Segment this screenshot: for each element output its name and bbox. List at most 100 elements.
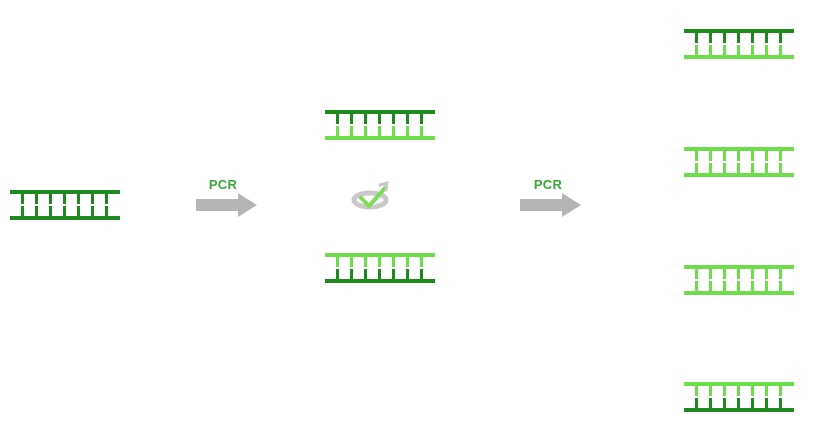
base-top — [779, 269, 782, 279]
base-top — [779, 33, 782, 43]
base-top — [695, 33, 698, 43]
bottom-strand — [10, 216, 120, 220]
base-bottom — [49, 206, 52, 216]
base-top — [751, 151, 754, 161]
base-bottom — [779, 281, 782, 291]
dna-start — [10, 190, 120, 220]
top-strand — [684, 147, 794, 151]
base-bottom — [77, 206, 80, 216]
base-top — [709, 386, 712, 396]
base-top — [77, 194, 80, 204]
base-bottom — [35, 206, 38, 216]
base-bottom — [350, 126, 353, 136]
base-top — [350, 114, 353, 124]
base-top — [779, 151, 782, 161]
base-top — [737, 386, 740, 396]
base-top — [695, 269, 698, 279]
dna-cycle2-d — [684, 382, 794, 412]
base-bottom — [695, 163, 698, 173]
base-top — [765, 269, 768, 279]
bottom-strand — [684, 55, 794, 59]
base-bottom — [765, 398, 768, 408]
base-bottom — [364, 269, 367, 279]
base-bottom — [765, 45, 768, 55]
base-bottom — [364, 126, 367, 136]
base-top — [420, 114, 423, 124]
base-top — [406, 257, 409, 267]
base-bottom — [21, 206, 24, 216]
arrow-right-icon — [520, 193, 581, 217]
base-top — [737, 151, 740, 161]
base-top — [765, 151, 768, 161]
base-top — [392, 114, 395, 124]
base-bottom — [420, 269, 423, 279]
base-bottom — [723, 45, 726, 55]
top-strand — [325, 110, 435, 114]
base-bottom — [91, 206, 94, 216]
base-top — [709, 269, 712, 279]
base-bottom — [420, 126, 423, 136]
base-bottom — [737, 398, 740, 408]
base-top — [723, 33, 726, 43]
dna-cycle2-b — [684, 147, 794, 177]
base-top — [695, 386, 698, 396]
top-strand — [325, 253, 435, 257]
base-top — [737, 269, 740, 279]
base-top — [392, 257, 395, 267]
base-top — [406, 114, 409, 124]
base-bottom — [392, 126, 395, 136]
base-bottom — [751, 163, 754, 173]
base-top — [364, 114, 367, 124]
base-bottom — [695, 281, 698, 291]
step1-label: PCR — [208, 177, 238, 192]
dna-cycle1-b — [325, 253, 435, 283]
base-top — [751, 269, 754, 279]
base-bottom — [709, 45, 712, 55]
base-bottom — [779, 45, 782, 55]
base-bottom — [63, 206, 66, 216]
dna-cycle2-a — [684, 29, 794, 59]
top-strand — [10, 190, 120, 194]
base-bottom — [378, 269, 381, 279]
base-top — [779, 386, 782, 396]
base-top — [105, 194, 108, 204]
base-top — [378, 114, 381, 124]
base-bottom — [709, 281, 712, 291]
base-top — [420, 257, 423, 267]
step2-label: PCR — [533, 177, 563, 192]
base-top — [378, 257, 381, 267]
base-bottom — [779, 398, 782, 408]
base-top — [709, 151, 712, 161]
top-strand — [684, 29, 794, 33]
base-top — [35, 194, 38, 204]
bottom-strand — [684, 173, 794, 177]
arrow-right-icon — [196, 193, 257, 217]
base-bottom — [751, 398, 754, 408]
base-bottom — [723, 281, 726, 291]
dna-cycle2-c — [684, 265, 794, 295]
base-bottom — [378, 126, 381, 136]
bottom-strand — [684, 291, 794, 295]
base-bottom — [723, 398, 726, 408]
base-top — [751, 386, 754, 396]
base-top — [364, 257, 367, 267]
base-top — [723, 151, 726, 161]
polymerase-check-icon — [351, 181, 389, 210]
base-top — [49, 194, 52, 204]
base-bottom — [737, 45, 740, 55]
base-bottom — [392, 269, 395, 279]
base-bottom — [751, 45, 754, 55]
base-bottom — [709, 163, 712, 173]
base-bottom — [406, 126, 409, 136]
base-top — [765, 386, 768, 396]
bottom-strand — [684, 408, 794, 412]
base-top — [695, 151, 698, 161]
bottom-strand — [325, 136, 435, 140]
top-strand — [684, 382, 794, 386]
base-top — [723, 269, 726, 279]
base-bottom — [723, 163, 726, 173]
base-top — [723, 386, 726, 396]
base-top — [63, 194, 66, 204]
base-bottom — [737, 163, 740, 173]
base-top — [336, 114, 339, 124]
